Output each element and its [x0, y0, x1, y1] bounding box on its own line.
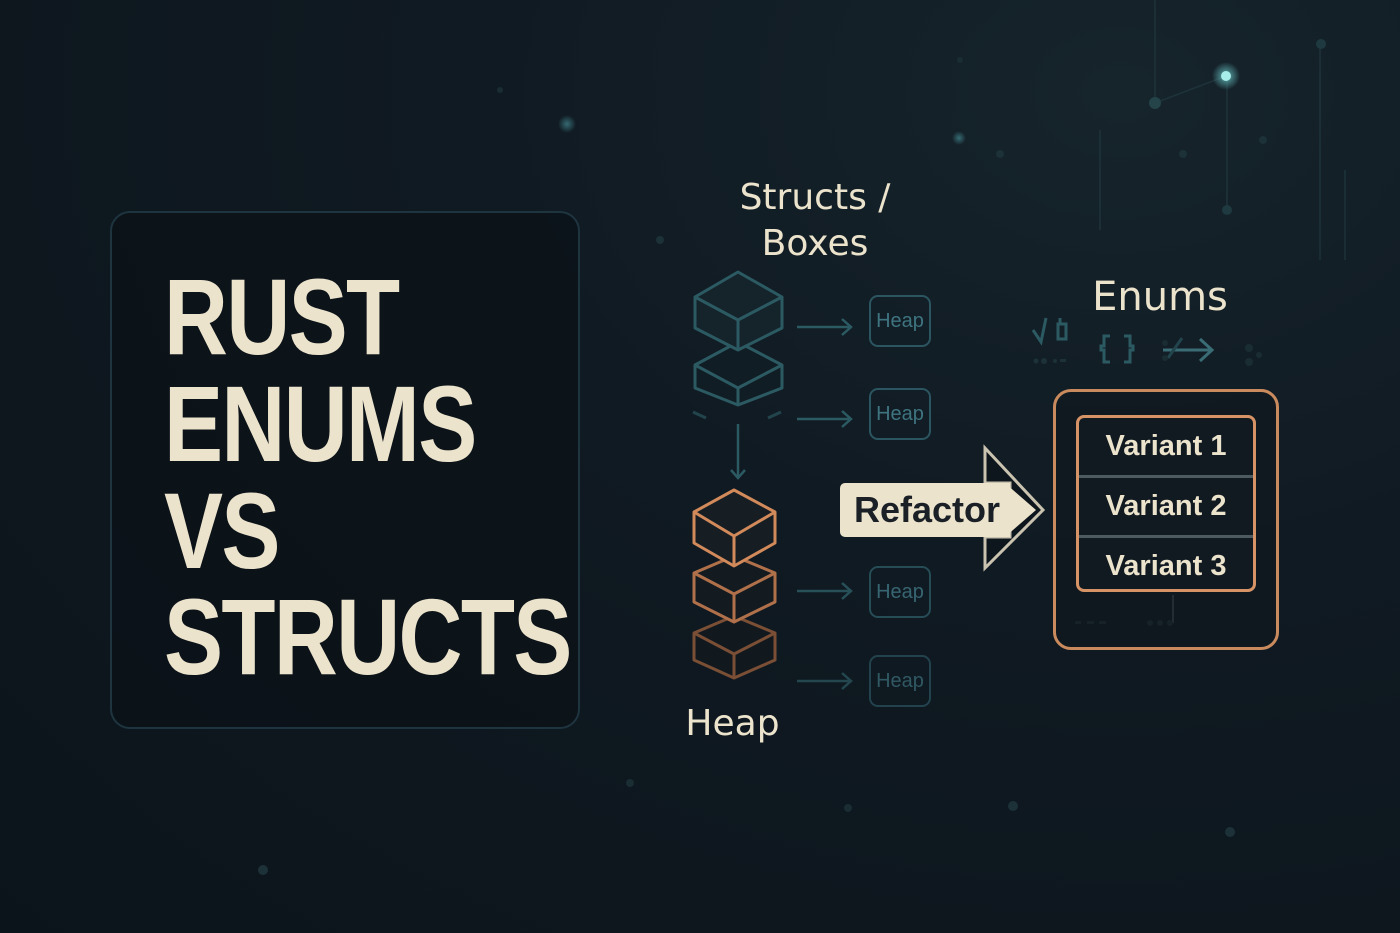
structs-boxes-label: Structs / Boxes [710, 175, 920, 267]
enums-label: Enums [1092, 274, 1228, 320]
down-arrow [730, 424, 746, 480]
copper-cube-1 [692, 488, 777, 568]
arrow-to-heap-1 [797, 318, 853, 336]
variant-item: Variant 3 [1105, 550, 1227, 582]
variant-item: Variant 2 [1079, 478, 1253, 538]
heap-box: Heap [869, 655, 931, 707]
title-card: RUST ENUMS VS STRUCTS [110, 211, 580, 729]
arrow-to-heap-4 [797, 672, 853, 690]
arrow-to-heap-2 [797, 410, 853, 428]
heap-box: Heap [869, 388, 931, 440]
copper-cube-stack [692, 488, 777, 680]
teal-cube-stack [693, 270, 784, 407]
copper-cube-3 [692, 614, 777, 680]
teal-cube-bottom [693, 340, 784, 407]
title-line-rust: RUST [164, 256, 400, 377]
teal-cube-top [693, 270, 784, 352]
structs-label-line2: Boxes [761, 223, 869, 264]
heap-box: Heap [869, 566, 931, 618]
heap-box: Heap [869, 295, 931, 347]
arrow-to-heap-3 [797, 582, 853, 600]
title-line-vs: VS [164, 470, 281, 591]
braces-icon [1099, 334, 1135, 364]
structs-label-line1: Structs / [739, 177, 891, 218]
swap-arrow-icon [1163, 337, 1215, 363]
title-line-structs: STRUCTS [164, 576, 572, 697]
copper-cube-2 [692, 554, 777, 624]
heap-label: Heap [685, 703, 780, 744]
enum-variant-list: Variant 1 Variant 2 Variant 3 [1076, 415, 1256, 592]
variant-item: Variant 1 [1079, 418, 1253, 478]
refactor-arrow-label: Refactor [840, 483, 1010, 537]
title-line-enums: ENUMS [164, 363, 477, 484]
checkmark-icon [1031, 317, 1068, 346]
dashed-ticks [692, 410, 782, 420]
